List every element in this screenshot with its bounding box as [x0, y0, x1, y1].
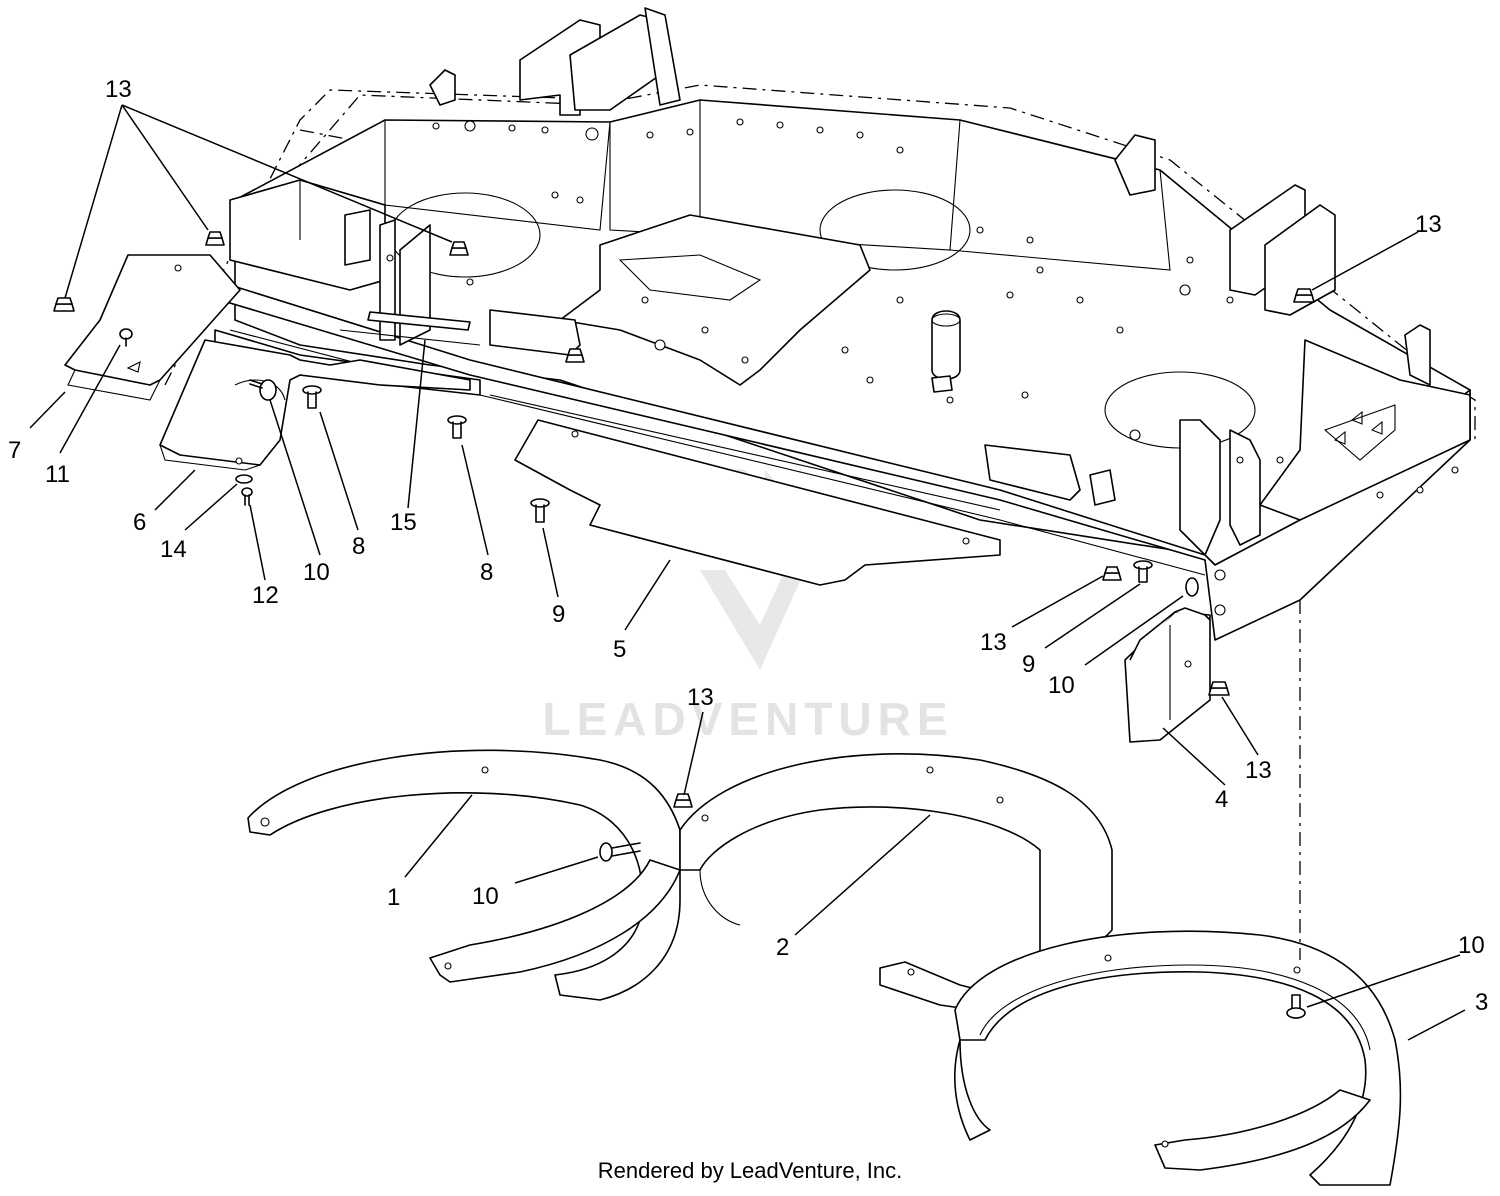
callout-10: 10	[303, 559, 330, 586]
render-credit: Rendered by LeadVenture, Inc.	[597, 1158, 903, 1183]
callout-13: 13	[105, 76, 132, 103]
screw-icon	[119, 328, 133, 347]
callout-13: 13	[980, 629, 1007, 656]
callout-10: 10	[1458, 932, 1485, 959]
callout-13: 13	[1415, 211, 1442, 238]
carriage-bolt-icon	[249, 379, 277, 401]
part-5-front-plate	[514, 419, 1001, 586]
callout-3: 3	[1475, 989, 1488, 1016]
callout-11: 11	[45, 461, 70, 488]
part-7-left-shield	[64, 254, 241, 401]
callout-labels: 13 13 13 13 13 13 7 11 6 14 12 10 8 15 8…	[8, 76, 1488, 1016]
deck-mounting-holes	[386, 118, 1459, 616]
callout-1: 1	[387, 884, 400, 911]
callout-9: 9	[552, 601, 565, 628]
flange-nut-icon	[565, 348, 585, 363]
flange-nut-icon	[205, 231, 225, 246]
flange-nut-icon	[53, 297, 75, 312]
callout-8: 8	[352, 533, 365, 560]
callout-13: 13	[1245, 757, 1272, 784]
flange-nut-icon	[1102, 566, 1122, 581]
bolt-icon	[530, 498, 550, 523]
callout-6: 6	[133, 509, 146, 536]
callout-9: 9	[1022, 651, 1035, 678]
leadventure-watermark: LEADVENTURE	[542, 469, 953, 745]
carriage-bolt-icon	[599, 842, 641, 862]
hardware-fasteners	[53, 231, 1315, 1019]
screw-icon	[241, 487, 253, 506]
callout-15: 15	[390, 509, 417, 536]
flange-nut-icon	[1293, 288, 1315, 303]
part-15-bar	[367, 311, 471, 331]
callout-7: 7	[8, 437, 21, 464]
bolt-icon	[447, 415, 467, 439]
callout-2: 2	[776, 934, 789, 961]
callout-8: 8	[480, 559, 493, 586]
flange-nut-icon	[1208, 681, 1230, 696]
bolt-icon	[1133, 560, 1153, 583]
part-3-baffle	[954, 930, 1402, 1186]
callout-10: 10	[472, 883, 499, 910]
callout-10: 10	[1048, 672, 1075, 699]
part-6-lower-plate	[159, 339, 471, 471]
carriage-bolt-icon	[1185, 577, 1199, 597]
callout-12: 12	[252, 582, 279, 609]
carriage-bolt-icon	[1286, 994, 1306, 1019]
callout-5: 5	[613, 636, 626, 663]
flange-nut-icon	[673, 793, 693, 808]
washer-icon	[235, 474, 253, 484]
leader-lines	[29, 104, 1466, 1041]
callout-14: 14	[160, 536, 187, 563]
flange-nut-icon	[449, 241, 469, 256]
watermark-brand-text: LEADVENTURE	[542, 693, 953, 745]
callout-13: 13	[687, 684, 714, 711]
part-4-right-shield	[1124, 607, 1211, 743]
part-1-baffle	[247, 749, 681, 1001]
bolt-icon	[302, 385, 322, 409]
callout-4: 4	[1215, 786, 1228, 813]
